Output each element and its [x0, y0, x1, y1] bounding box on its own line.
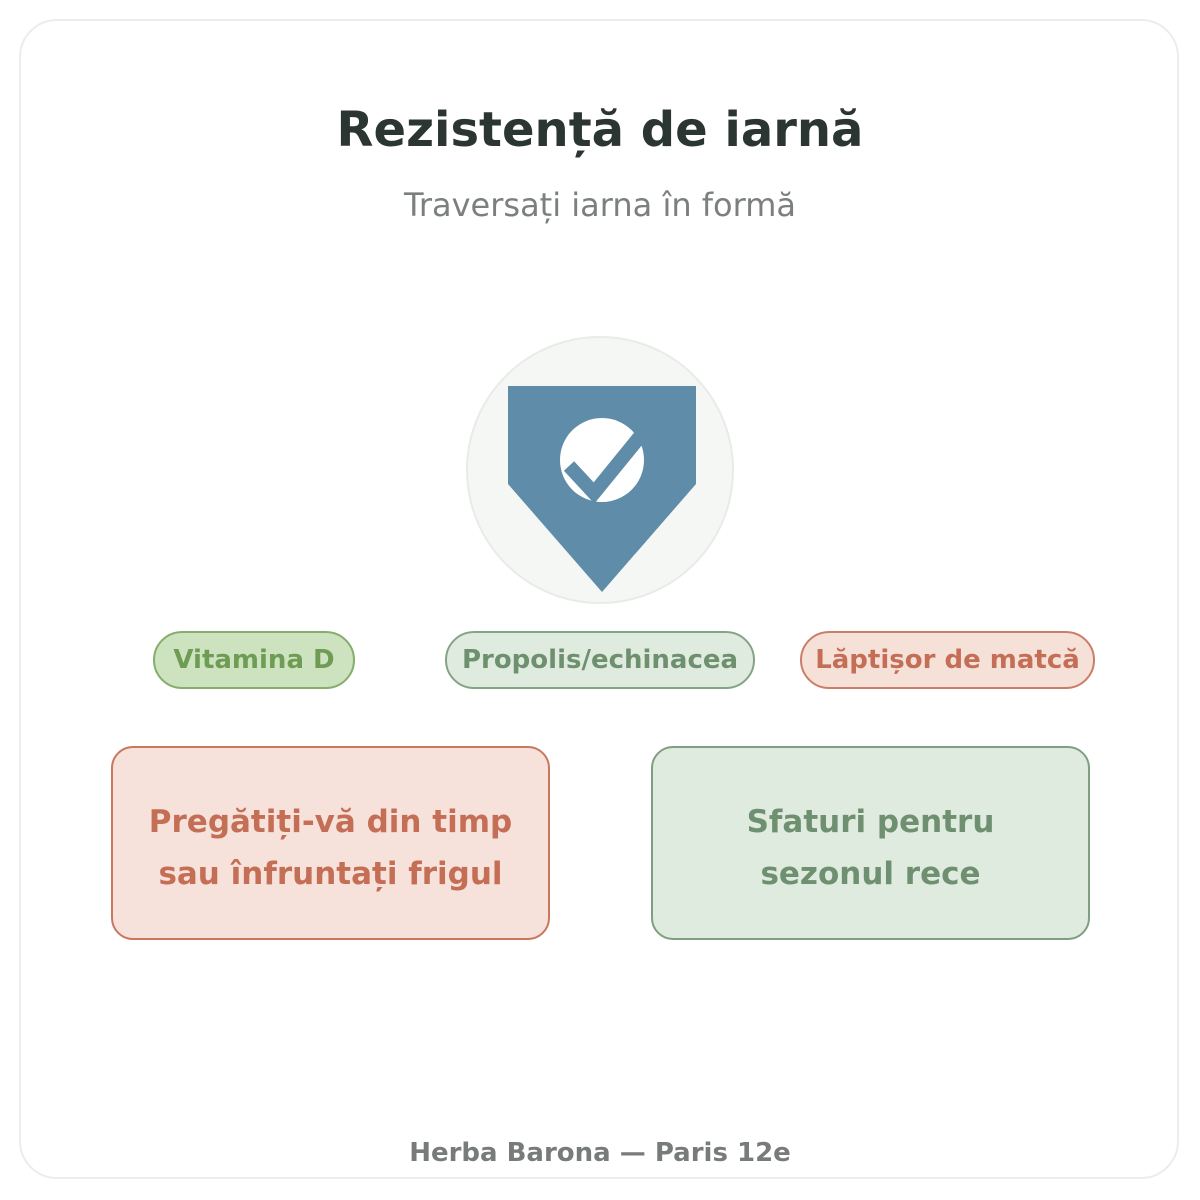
- tag-propolis-echinacea: Propolis/echinacea: [445, 631, 755, 689]
- tag-royal-jelly: Lăptișor de matcă: [800, 631, 1095, 689]
- prepare-box-line-1: Pregătiți-vă din timp: [148, 804, 513, 840]
- prepare-box-line-2: sau înfruntați frigul: [158, 856, 503, 892]
- tag-vitamin-d: Vitamina D: [153, 631, 355, 689]
- footer-brand: Herba Barona — Paris 12e: [409, 1138, 791, 1168]
- tips-box: Sfaturi pentru sezonul rece: [651, 746, 1090, 940]
- emblem-circle: [466, 336, 734, 604]
- tips-box-line-2: sezonul rece: [760, 856, 981, 892]
- page-subtitle: Traversați iarna în formă: [404, 186, 796, 224]
- page-title: Rezistență de iarnă: [336, 102, 864, 158]
- tips-box-line-1: Sfaturi pentru: [746, 804, 995, 840]
- prepare-box: Pregătiți-vă din timp sau înfruntați fri…: [111, 746, 550, 940]
- shield-check-icon: [508, 386, 696, 592]
